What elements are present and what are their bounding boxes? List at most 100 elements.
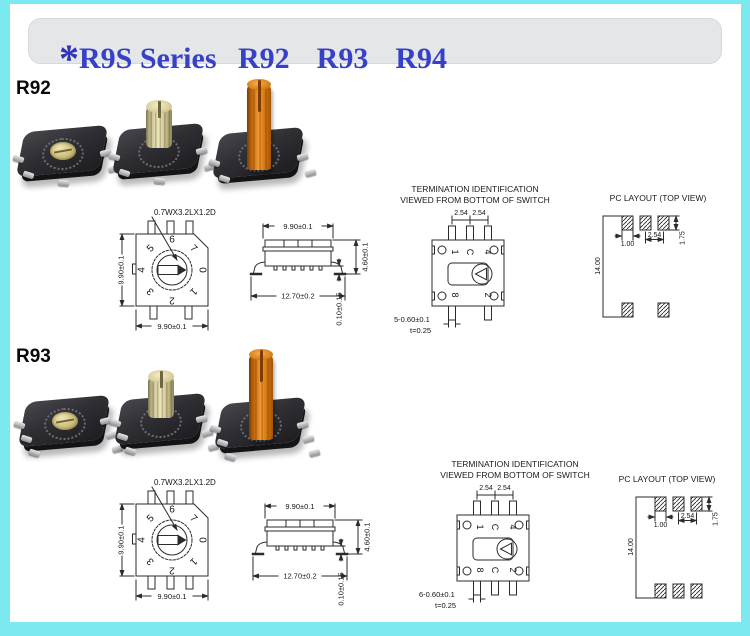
svg-text:1.00: 1.00: [654, 522, 668, 529]
pin: [153, 177, 166, 185]
svg-text:9.90±0.1: 9.90±0.1: [117, 255, 126, 284]
dimension-row-span: 14.00: [628, 496, 656, 599]
rotor-knob: [148, 370, 174, 418]
svg-text:12.70±0.2: 12.70±0.2: [281, 292, 314, 301]
svg-text:4: 4: [483, 249, 493, 254]
svg-text:5-0.60±0.1: 5-0.60±0.1: [394, 315, 430, 324]
pin: [195, 146, 208, 156]
svg-text:6: 6: [169, 235, 175, 246]
switch-outline: [132, 490, 209, 590]
bottom-view-outline: [456, 500, 530, 596]
r92-photo-shaft-actuator: [208, 79, 317, 202]
svg-text:0: 0: [197, 267, 208, 273]
dial-digits: 0 1 2 3 4 5 6 7: [137, 235, 208, 306]
dimension-span: 12.70±0.2: [251, 556, 349, 581]
svg-text:14.00: 14.00: [628, 538, 635, 556]
svg-text:7: 7: [187, 513, 199, 525]
r93-photo-shaft-actuator: [209, 349, 321, 472]
dimension-pitch: 2.54: [677, 512, 698, 525]
pin: [296, 420, 309, 430]
dimension-standoff: 0.10±0.15: [332, 538, 346, 606]
svg-text:4.60±0.1: 4.60±0.1: [363, 522, 372, 551]
pin: [57, 179, 70, 187]
svg-text:0.10±0.15: 0.10±0.15: [337, 572, 346, 605]
svg-text:2.54: 2.54: [497, 485, 511, 492]
svg-text:4: 4: [137, 537, 148, 543]
svg-text:1.00: 1.00: [621, 241, 635, 248]
pin: [308, 448, 321, 458]
dial-digits: 0 1 2 3 4 5 6 7: [137, 505, 208, 576]
page-border-left: [0, 0, 10, 636]
dimension-standoff: 0.10±0.15: [330, 258, 344, 326]
dimension-bottom: 9.90±0.1: [134, 309, 210, 331]
dimension-pad-width: 1.00: [614, 229, 641, 248]
solder-pads: [654, 496, 703, 599]
r93-termination-drawing: 2.54 2.54 1 C 4 8 C 2 6-0.60±0.1 t=0.25: [419, 485, 530, 610]
svg-text:3: 3: [145, 285, 157, 297]
dimension-top: 9.90±0.1: [263, 502, 337, 519]
page-border-top: [0, 0, 750, 4]
switch-outline: [132, 220, 209, 320]
header-bar: * R9S Series R92 R93 R94: [28, 18, 722, 79]
r93-front-view-drawing: 0.7WX3.2LX1.2D 0 1 2 3 4 5 6 7 9.90±0.1: [117, 478, 217, 601]
pin: [124, 446, 137, 456]
dimension-height: 4.60±0.1: [332, 238, 370, 276]
rotor-shaft: [247, 79, 271, 170]
svg-text:2: 2: [508, 567, 518, 572]
r93-pc-layout-drawing: 14.00 1.00 2.54 1.75: [628, 495, 720, 599]
dimension-row-span: 14.00: [595, 215, 623, 318]
svg-text:t=0.25: t=0.25: [435, 601, 456, 610]
section-label-r93: R93: [16, 346, 51, 367]
svg-text:5: 5: [145, 243, 157, 255]
terminal-labels: 1 C 4 8 C 2: [475, 524, 518, 574]
svg-text:C: C: [490, 567, 500, 574]
switch-profile: [249, 239, 347, 276]
svg-text:C: C: [490, 524, 500, 531]
svg-text:5: 5: [145, 513, 157, 525]
rotor-slot: [447, 262, 493, 286]
r92-termination-drawing: 2.54 2.54 1 C 4 8 2 5-0.60±0.1 t=0.25: [394, 210, 505, 335]
svg-text:9.90±0.1: 9.90±0.1: [157, 322, 186, 331]
dimension-pad-width: 1.00: [647, 510, 674, 529]
svg-text:1: 1: [475, 524, 485, 529]
page-border-bottom: [0, 622, 750, 636]
r93-photo-flush-actuator: [13, 366, 124, 470]
svg-text:t=0.25: t=0.25: [410, 326, 431, 335]
svg-text:2.54: 2.54: [681, 513, 695, 520]
svg-text:12.70±0.2: 12.70±0.2: [283, 572, 316, 581]
r93-pc-layout-title: PC LAYOUT (TOP VIEW): [618, 474, 716, 484]
r92-pc-layout-drawing: 14.00 1.00 2.54 1.75: [595, 214, 687, 318]
svg-text:1: 1: [187, 555, 199, 567]
dimension-span: 12.70±0.2: [249, 276, 347, 301]
dimension-left: 9.90±0.1: [117, 232, 135, 308]
pin: [224, 452, 237, 462]
slot-size-callout: 0.7WX3.2LX1.2D: [154, 208, 216, 217]
lead-width-note: 5-0.60±0.1 t=0.25: [394, 315, 461, 335]
svg-text:0: 0: [197, 537, 208, 543]
rotor-slot: [472, 537, 518, 561]
svg-text:2.54: 2.54: [454, 210, 468, 217]
pin: [195, 414, 208, 424]
svg-text:8: 8: [475, 567, 485, 572]
svg-text:9.90±0.1: 9.90±0.1: [283, 222, 312, 231]
r93-side-view-drawing: 9.90±0.1 12.70±0.2 4.60±0.1 0.10±0.15: [251, 502, 372, 606]
svg-text:4: 4: [508, 524, 518, 529]
svg-text:2.54: 2.54: [648, 232, 662, 239]
rotor-dial: [52, 412, 78, 430]
svg-text:C: C: [465, 249, 475, 256]
svg-text:1: 1: [187, 285, 199, 297]
svg-text:9.90±0.1: 9.90±0.1: [117, 525, 126, 554]
rotor-dial: [151, 519, 193, 561]
svg-text:3: 3: [145, 555, 157, 567]
pitch-dimensions: 2.54 2.54: [476, 485, 514, 500]
header-bullet: *: [59, 36, 79, 81]
r92-pc-layout-title: PC LAYOUT (TOP VIEW): [609, 193, 707, 203]
svg-text:2: 2: [483, 292, 493, 297]
dimension-bottom: 9.90±0.1: [134, 579, 210, 601]
r93-termination-title: TERMINATION IDENTIFICATION VIEWED FROM B…: [440, 459, 590, 481]
pitch-dimensions: 2.54 2.54: [451, 210, 489, 225]
dimension-height: 4.60±0.1: [334, 518, 372, 556]
svg-text:1.75: 1.75: [713, 512, 720, 526]
rotor-knob: [146, 100, 172, 148]
svg-text:1.75: 1.75: [680, 231, 687, 245]
